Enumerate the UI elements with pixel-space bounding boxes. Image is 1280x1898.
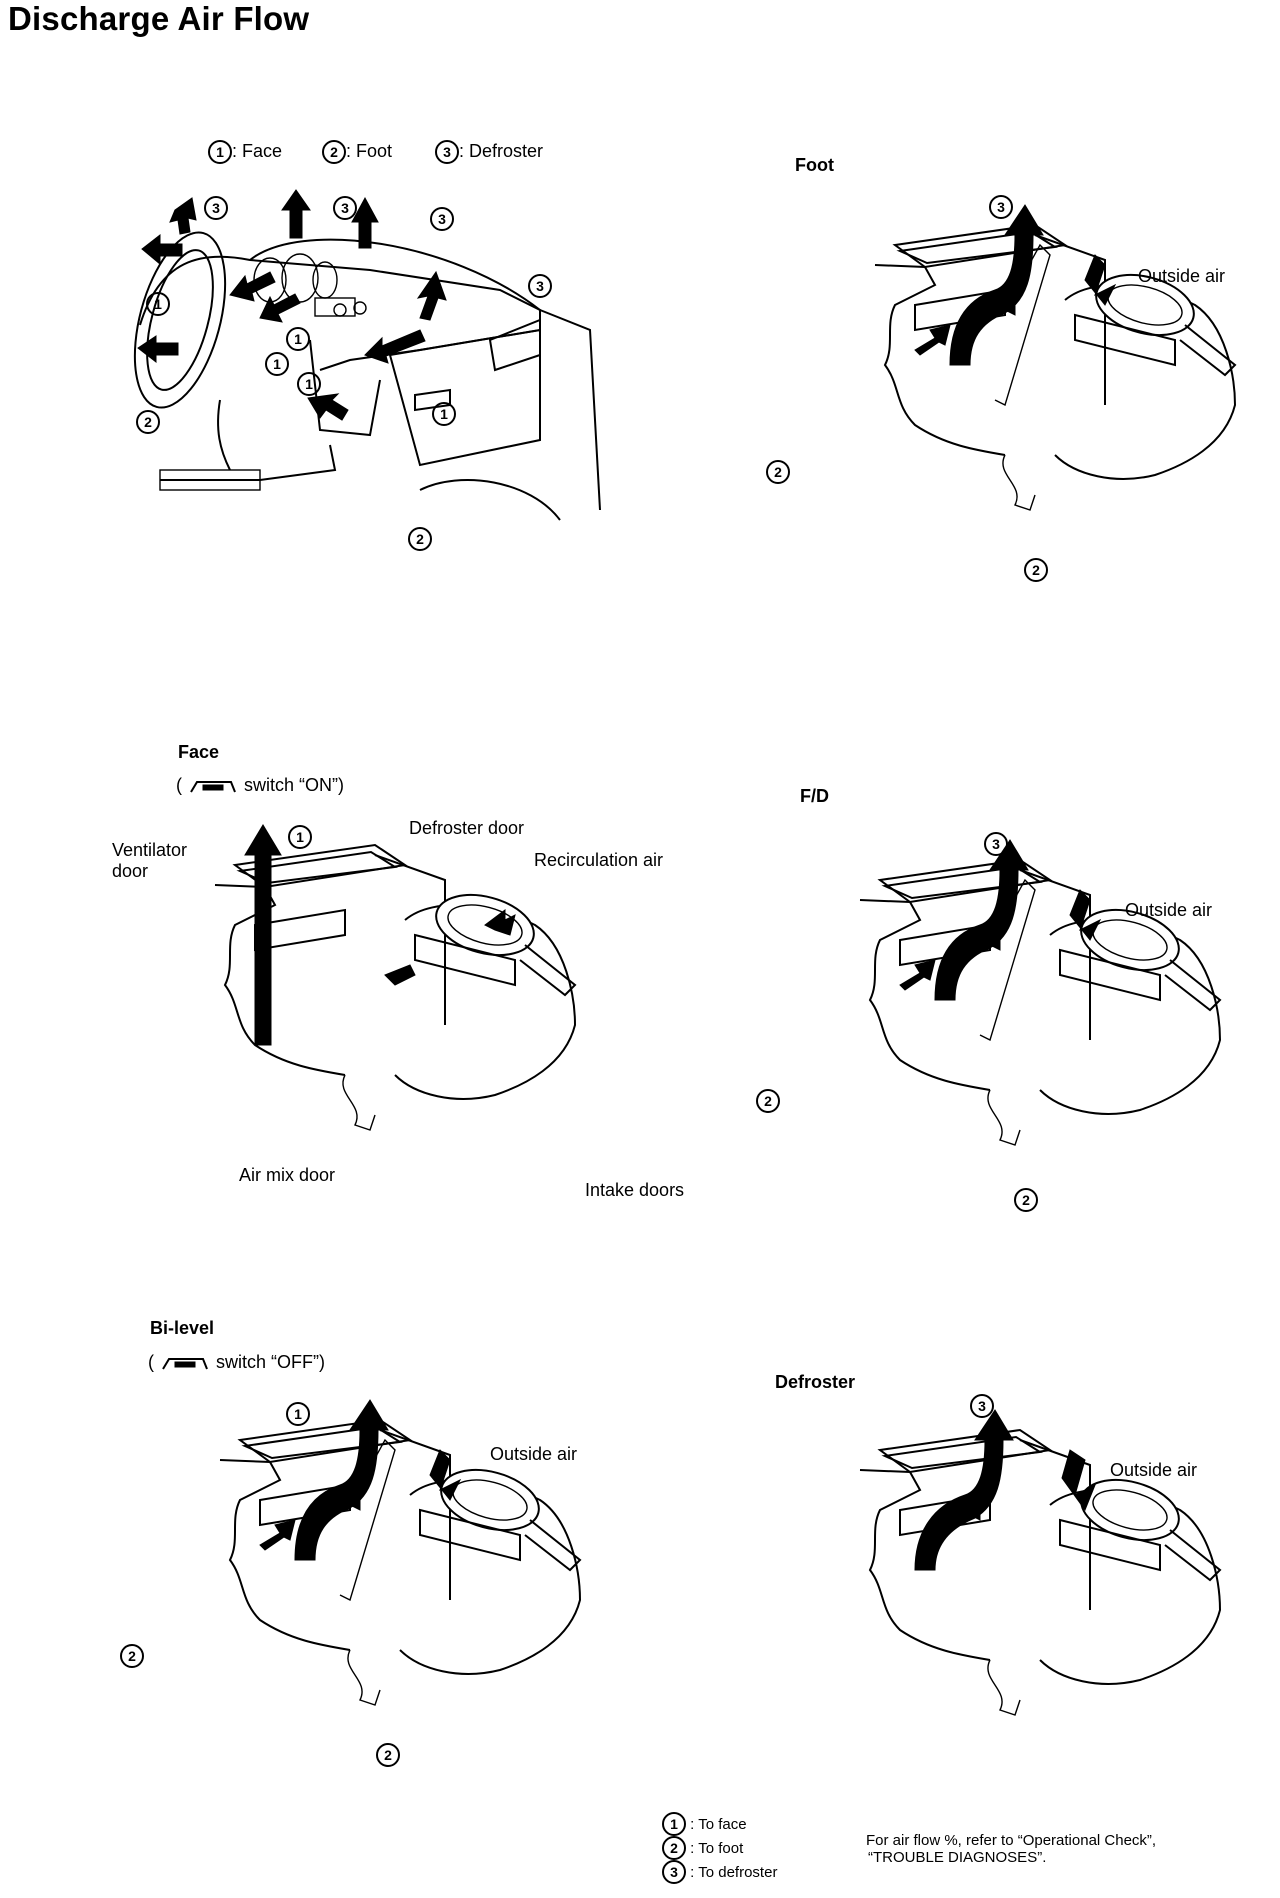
panel-title-bilevel: Bi-level [150, 1318, 215, 1338]
outside-air-label: Outside air [1125, 900, 1213, 920]
marker-2: 2 [756, 1089, 780, 1113]
defroster-door-label: Defroster door [409, 818, 525, 838]
marker-1: 1 [146, 292, 170, 316]
marker-3: 3 [204, 196, 228, 220]
legend-foot: 2: Foot [322, 140, 392, 164]
marker-2: 2 [408, 527, 432, 551]
panel-title-fd: F/D [800, 786, 829, 806]
marker-3: 3 [970, 1394, 994, 1418]
marker-3: 3 [989, 195, 1013, 219]
marker-1: 1 [297, 372, 321, 396]
outside-air-label: Outside air [490, 1444, 578, 1464]
marker-2: 2 [662, 1836, 686, 1860]
marker-3: 3 [528, 274, 552, 298]
legend-to-foot: 2 : To foot [662, 1836, 743, 1860]
marker-2: 2 [136, 410, 160, 434]
legend-defroster: 3: Defroster [435, 140, 543, 164]
legend-to-face: 1 : To face [662, 1812, 747, 1836]
marker-1: 1 [208, 140, 232, 164]
marker-3: 3 [984, 832, 1008, 856]
hvac-defroster-diagram [859, 1409, 1222, 1716]
legend-face: 1: Face [208, 140, 282, 164]
hvac-foot-diagram [874, 204, 1237, 511]
outside-air-label: Outside air [1110, 1460, 1198, 1480]
intake-doors-label: Intake doors [585, 1180, 685, 1200]
panel-title-face: Face [178, 742, 220, 762]
marker-1: 1 [662, 1812, 686, 1836]
panel-title-defroster: Defroster [775, 1372, 856, 1392]
marker-3: 3 [662, 1860, 686, 1884]
air-mix-door-label: Air mix door [239, 1165, 336, 1185]
marker-3: 3 [333, 196, 357, 220]
legend-to-defroster: 3 : To defroster [662, 1860, 777, 1884]
recirculation-air-label: Recirculation air [534, 850, 664, 870]
panel-title-foot: Foot [795, 155, 834, 175]
marker-1: 1 [432, 402, 456, 426]
marker-2: 2 [120, 1644, 144, 1668]
marker-2: 2 [376, 1743, 400, 1767]
marker-3: 3 [435, 140, 459, 164]
marker-1: 1 [286, 1402, 310, 1426]
ventilator-door-label: Ventilator door [112, 840, 188, 881]
marker-2: 2 [322, 140, 346, 164]
page-title: Discharge Air Flow [8, 0, 310, 37]
hvac-fd-diagram [859, 839, 1222, 1146]
recirc-switch-icon [190, 781, 236, 793]
marker-2: 2 [1014, 1188, 1038, 1212]
hvac-face-diagram [214, 824, 577, 1131]
marker-2: 2 [766, 460, 790, 484]
marker-1: 1 [265, 352, 289, 376]
bilevel-switch-note: ( switch “OFF”) [148, 1352, 326, 1372]
recirc-switch-icon [162, 1358, 208, 1370]
marker-1: 1 [286, 327, 310, 351]
face-switch-note: ( switch “ON”) [176, 775, 345, 795]
outside-air-label: Outside air [1138, 266, 1226, 286]
hvac-bilevel-diagram [219, 1399, 582, 1706]
dashboard-illustration [133, 189, 601, 521]
marker-1: 1 [288, 825, 312, 849]
airflow-reference-note: For air flow %, refer to “Operational Ch… [866, 1832, 1157, 1866]
marker-2: 2 [1024, 558, 1048, 582]
marker-3: 3 [430, 207, 454, 231]
